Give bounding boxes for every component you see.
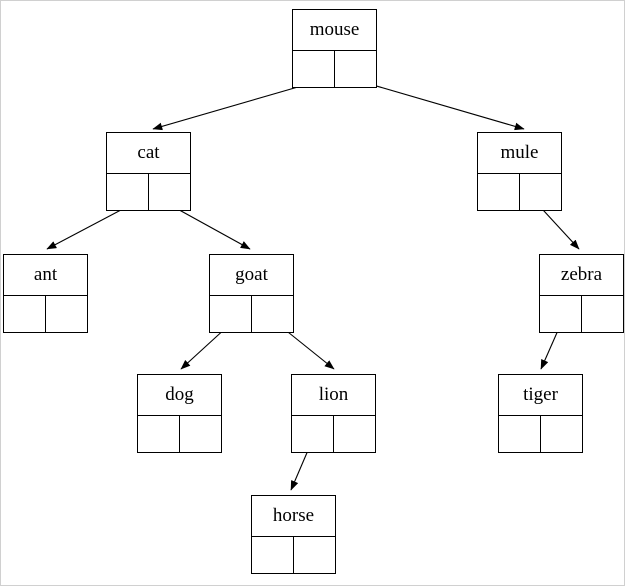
node-label-zebra: zebra	[540, 255, 623, 296]
tree-node-dog[interactable]: dog	[137, 374, 222, 453]
node-pointers-lion	[292, 416, 375, 452]
left-pointer-cell-lion[interactable]	[292, 416, 334, 452]
node-pointers-horse	[252, 537, 335, 573]
left-pointer-cell-dog[interactable]	[138, 416, 180, 452]
left-pointer-cell-mule[interactable]	[478, 174, 520, 210]
right-pointer-cell-horse[interactable]	[294, 537, 335, 573]
right-pointer-cell-mouse[interactable]	[335, 51, 376, 87]
left-pointer-cell-mouse[interactable]	[293, 51, 335, 87]
tree-node-ant[interactable]: ant	[3, 254, 88, 333]
left-pointer-cell-goat[interactable]	[210, 296, 252, 332]
left-pointer-cell-zebra[interactable]	[540, 296, 582, 332]
node-label-dog: dog	[138, 375, 221, 416]
tree-node-goat[interactable]: goat	[209, 254, 294, 333]
node-label-goat: goat	[210, 255, 293, 296]
tree-node-horse[interactable]: horse	[251, 495, 336, 574]
left-pointer-cell-tiger[interactable]	[499, 416, 541, 452]
node-label-mule: mule	[478, 133, 561, 174]
right-pointer-cell-ant[interactable]	[46, 296, 87, 332]
right-pointer-cell-dog[interactable]	[180, 416, 221, 452]
tree-node-mule[interactable]: mule	[477, 132, 562, 211]
left-pointer-cell-horse[interactable]	[252, 537, 294, 573]
node-label-lion: lion	[292, 375, 375, 416]
tree-node-mouse[interactable]: mouse	[292, 9, 377, 88]
tree-node-cat[interactable]: cat	[106, 132, 191, 211]
node-pointers-mule	[478, 174, 561, 210]
right-pointer-cell-lion[interactable]	[334, 416, 375, 452]
node-label-tiger: tiger	[499, 375, 582, 416]
node-label-ant: ant	[4, 255, 87, 296]
right-pointer-cell-goat[interactable]	[252, 296, 293, 332]
left-pointer-cell-ant[interactable]	[4, 296, 46, 332]
right-pointer-cell-tiger[interactable]	[541, 416, 582, 452]
right-pointer-cell-mule[interactable]	[520, 174, 561, 210]
node-pointers-ant	[4, 296, 87, 332]
tree-node-lion[interactable]: lion	[291, 374, 376, 453]
tree-node-tiger[interactable]: tiger	[498, 374, 583, 453]
left-pointer-cell-cat[interactable]	[107, 174, 149, 210]
node-label-horse: horse	[252, 496, 335, 537]
node-pointers-dog	[138, 416, 221, 452]
node-label-cat: cat	[107, 133, 190, 174]
node-pointers-tiger	[499, 416, 582, 452]
node-pointers-goat	[210, 296, 293, 332]
right-pointer-cell-cat[interactable]	[149, 174, 190, 210]
node-pointers-zebra	[540, 296, 623, 332]
tree-node-zebra[interactable]: zebra	[539, 254, 624, 333]
right-pointer-cell-zebra[interactable]	[582, 296, 623, 332]
node-label-mouse: mouse	[293, 10, 376, 51]
node-pointers-cat	[107, 174, 190, 210]
node-pointers-mouse	[293, 51, 376, 87]
